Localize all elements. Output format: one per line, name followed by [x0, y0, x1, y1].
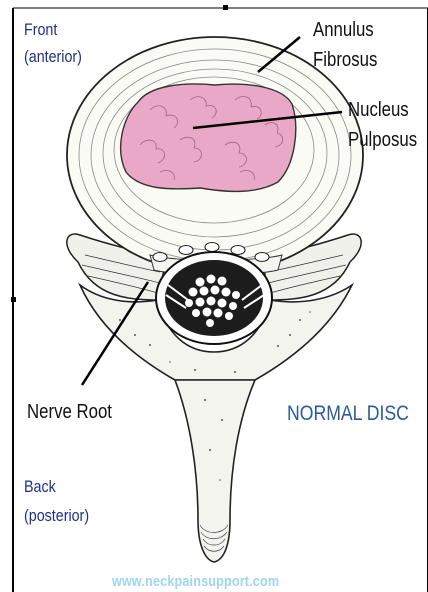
front-label: Front — [24, 21, 57, 39]
top-tick — [223, 5, 228, 10]
posterior-label: (posterior) — [24, 507, 89, 525]
spinous-process — [175, 380, 255, 562]
watermark-url: www.neckpainsupport.com — [112, 574, 279, 590]
anterior-label: (anterior) — [24, 48, 82, 66]
nerve-root-label: Nerve Root — [27, 402, 112, 423]
nucleus-label-line2: Pulposus — [348, 130, 417, 151]
left-tick — [11, 297, 16, 302]
nucleus-label-line1: Nucleus — [348, 100, 409, 121]
normal-disc-label: NORMAL DISC — [287, 403, 409, 425]
annulus-label-line1: Annulus — [313, 20, 374, 41]
back-label: Back — [24, 478, 56, 496]
annulus-label-line2: Fibrosus — [313, 50, 377, 71]
nucleus-pulposus — [121, 84, 296, 191]
